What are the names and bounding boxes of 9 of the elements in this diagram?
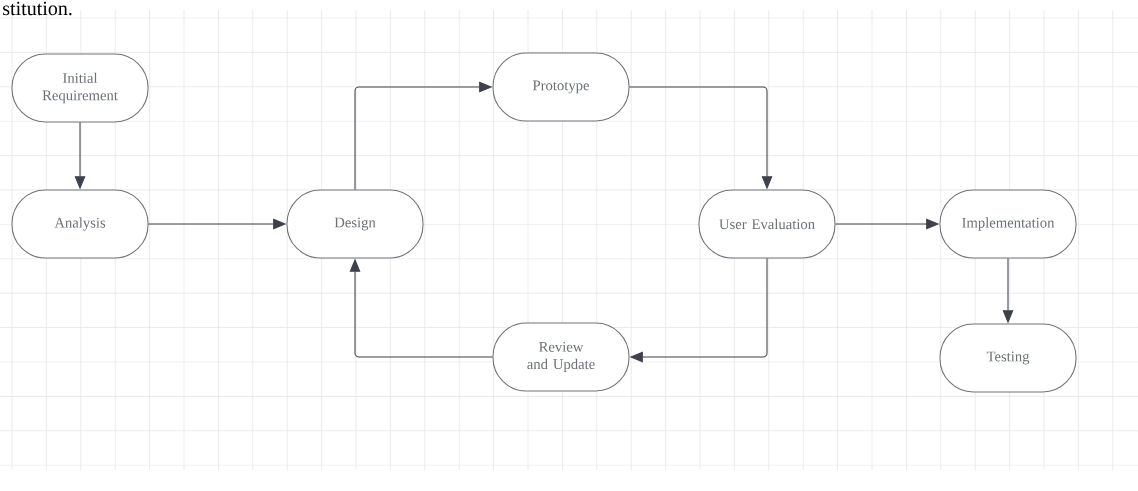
fragment-text: stitution. [3, 1, 72, 16]
process-box: Prototype [492, 52, 630, 122]
process-box: Testing [939, 323, 1077, 393]
process-box: User Evaluation [698, 189, 836, 259]
process-box: Design [286, 189, 424, 259]
process-box: Implementation [939, 189, 1077, 259]
process-box: Analysis [11, 189, 149, 259]
process-box: Initial Requirement [11, 53, 149, 123]
process-box: Review and Update [492, 322, 630, 392]
